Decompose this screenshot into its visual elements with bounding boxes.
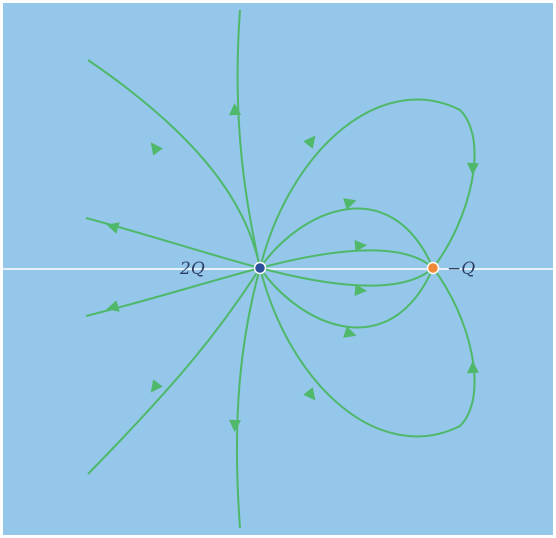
field-line-connect-upper-mid [259,207,434,269]
arrow-connect-upper-mid [343,198,357,210]
positive-charge [253,261,267,275]
arrow-down-left [150,379,163,393]
field-line-left-lower [85,267,261,317]
arrow-connect-lower-outer-end [467,361,479,374]
field-line-connect-lower-mid [259,267,434,329]
arrow-left-upper [106,222,120,234]
arrow-connect-upper-outer-start [303,135,316,149]
field-line-down-left [87,267,261,475]
arrow-connect-upper-outer-end [467,162,479,175]
arrow-connect-lower-mid [343,326,357,338]
arrow-connect-lower-outer-start [303,387,316,401]
field-line-left-upper [85,217,261,269]
field-arrows [106,103,479,432]
arrow-connect-upper-inner [354,240,367,252]
arrow-up [229,103,241,116]
field-line-down [235,267,261,529]
arrow-connect-lower-inner [354,284,367,296]
arrow-down [229,419,241,432]
field-line-connect-lower-outer [259,267,476,438]
field-line-connect-upper-outer [259,98,476,269]
arrow-left-lower [106,300,120,312]
field-line-up [236,9,261,269]
arrow-up-left [150,142,163,156]
negative-charge [426,261,440,275]
negative-charge-label: −Q [447,259,475,279]
positive-charge-label: 2Q [179,259,205,279]
